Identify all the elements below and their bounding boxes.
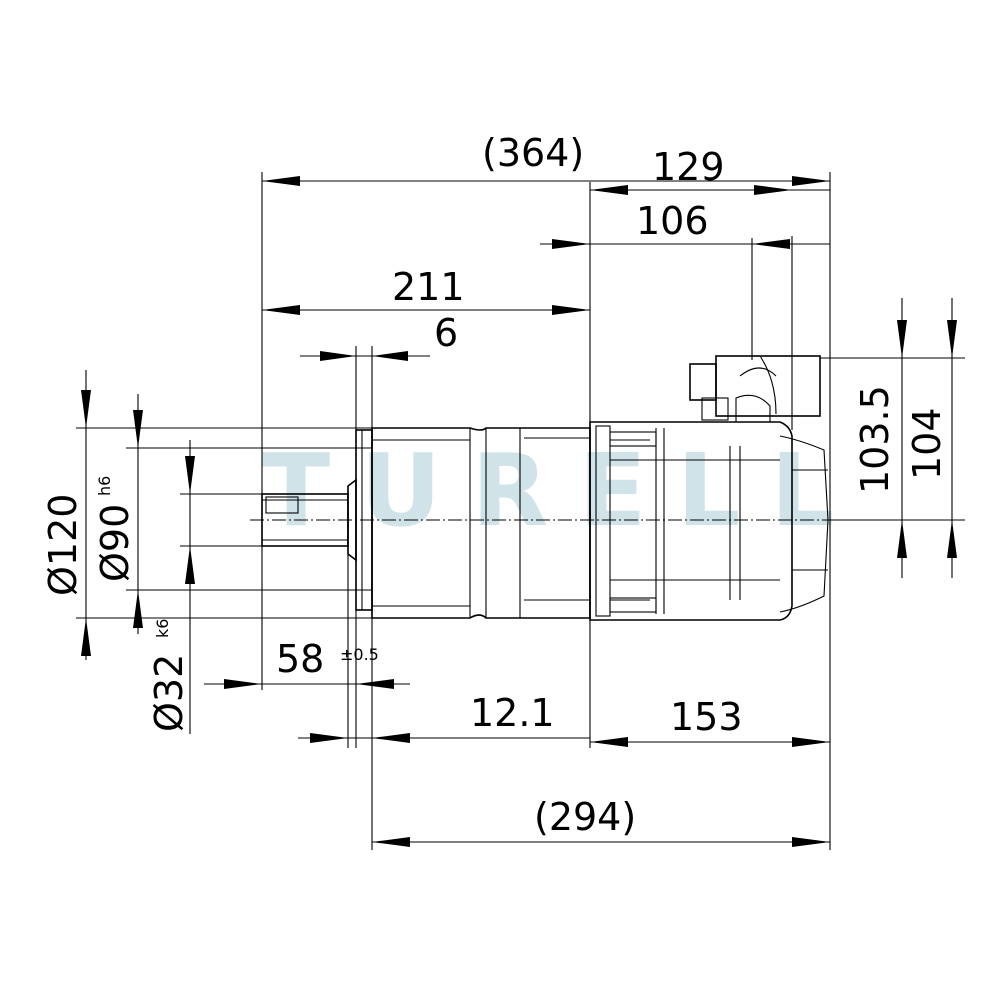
- label-shaft-length: 58: [276, 637, 324, 681]
- label-shaft-length-tolerance: ±0.5: [340, 645, 379, 664]
- label-connector-offset: 106: [636, 199, 709, 243]
- dim-flange-diameter: Ø120: [41, 370, 91, 660]
- dim-body-length: (294): [372, 795, 830, 847]
- label-overall-length: (364): [482, 131, 584, 175]
- dim-shaft-length: 58 ±0.5: [204, 637, 410, 689]
- extension-lines: [76, 172, 965, 850]
- label-motor-section: 129: [652, 145, 725, 189]
- dim-overall-length: (364): [262, 131, 830, 186]
- label-body-length: (294): [534, 795, 636, 839]
- label-pilot-diameter: Ø90: [93, 504, 137, 582]
- watermark: TURELL: [262, 432, 864, 549]
- label-shaft-shoulder: 12.1: [470, 691, 555, 735]
- label-gearbox-length: 211: [392, 265, 465, 309]
- dim-gearbox-length: 211: [262, 265, 590, 315]
- label-shaft-diameter: Ø32: [147, 654, 191, 732]
- label-pilot-tolerance: h6: [95, 476, 114, 496]
- gearbox-housing: [371, 427, 591, 619]
- label-shaft-tolerance: k6: [153, 619, 172, 638]
- label-connector-height-total: 104: [905, 407, 949, 480]
- dim-motor-section: 129: [590, 145, 830, 195]
- label-flange-diameter: Ø120: [41, 494, 85, 596]
- label-motor-length: 153: [670, 695, 743, 739]
- dim-flange-thickness: 6: [300, 311, 458, 361]
- dim-pilot-diameter: Ø90 h6: [93, 394, 143, 634]
- dim-shaft-shoulder: 12.1: [298, 691, 590, 743]
- dim-connector-height-total: 104: [905, 298, 957, 578]
- label-flange-thickness: 6: [434, 311, 458, 355]
- dim-shaft-diameter: Ø32 k6: [147, 440, 195, 734]
- dim-connector-height: 103.5: [853, 298, 907, 578]
- dim-motor-length: 153: [590, 695, 830, 747]
- dim-connector-offset: 106: [540, 199, 830, 249]
- label-connector-height: 103.5: [853, 385, 897, 494]
- electrical-connector: [689, 355, 821, 423]
